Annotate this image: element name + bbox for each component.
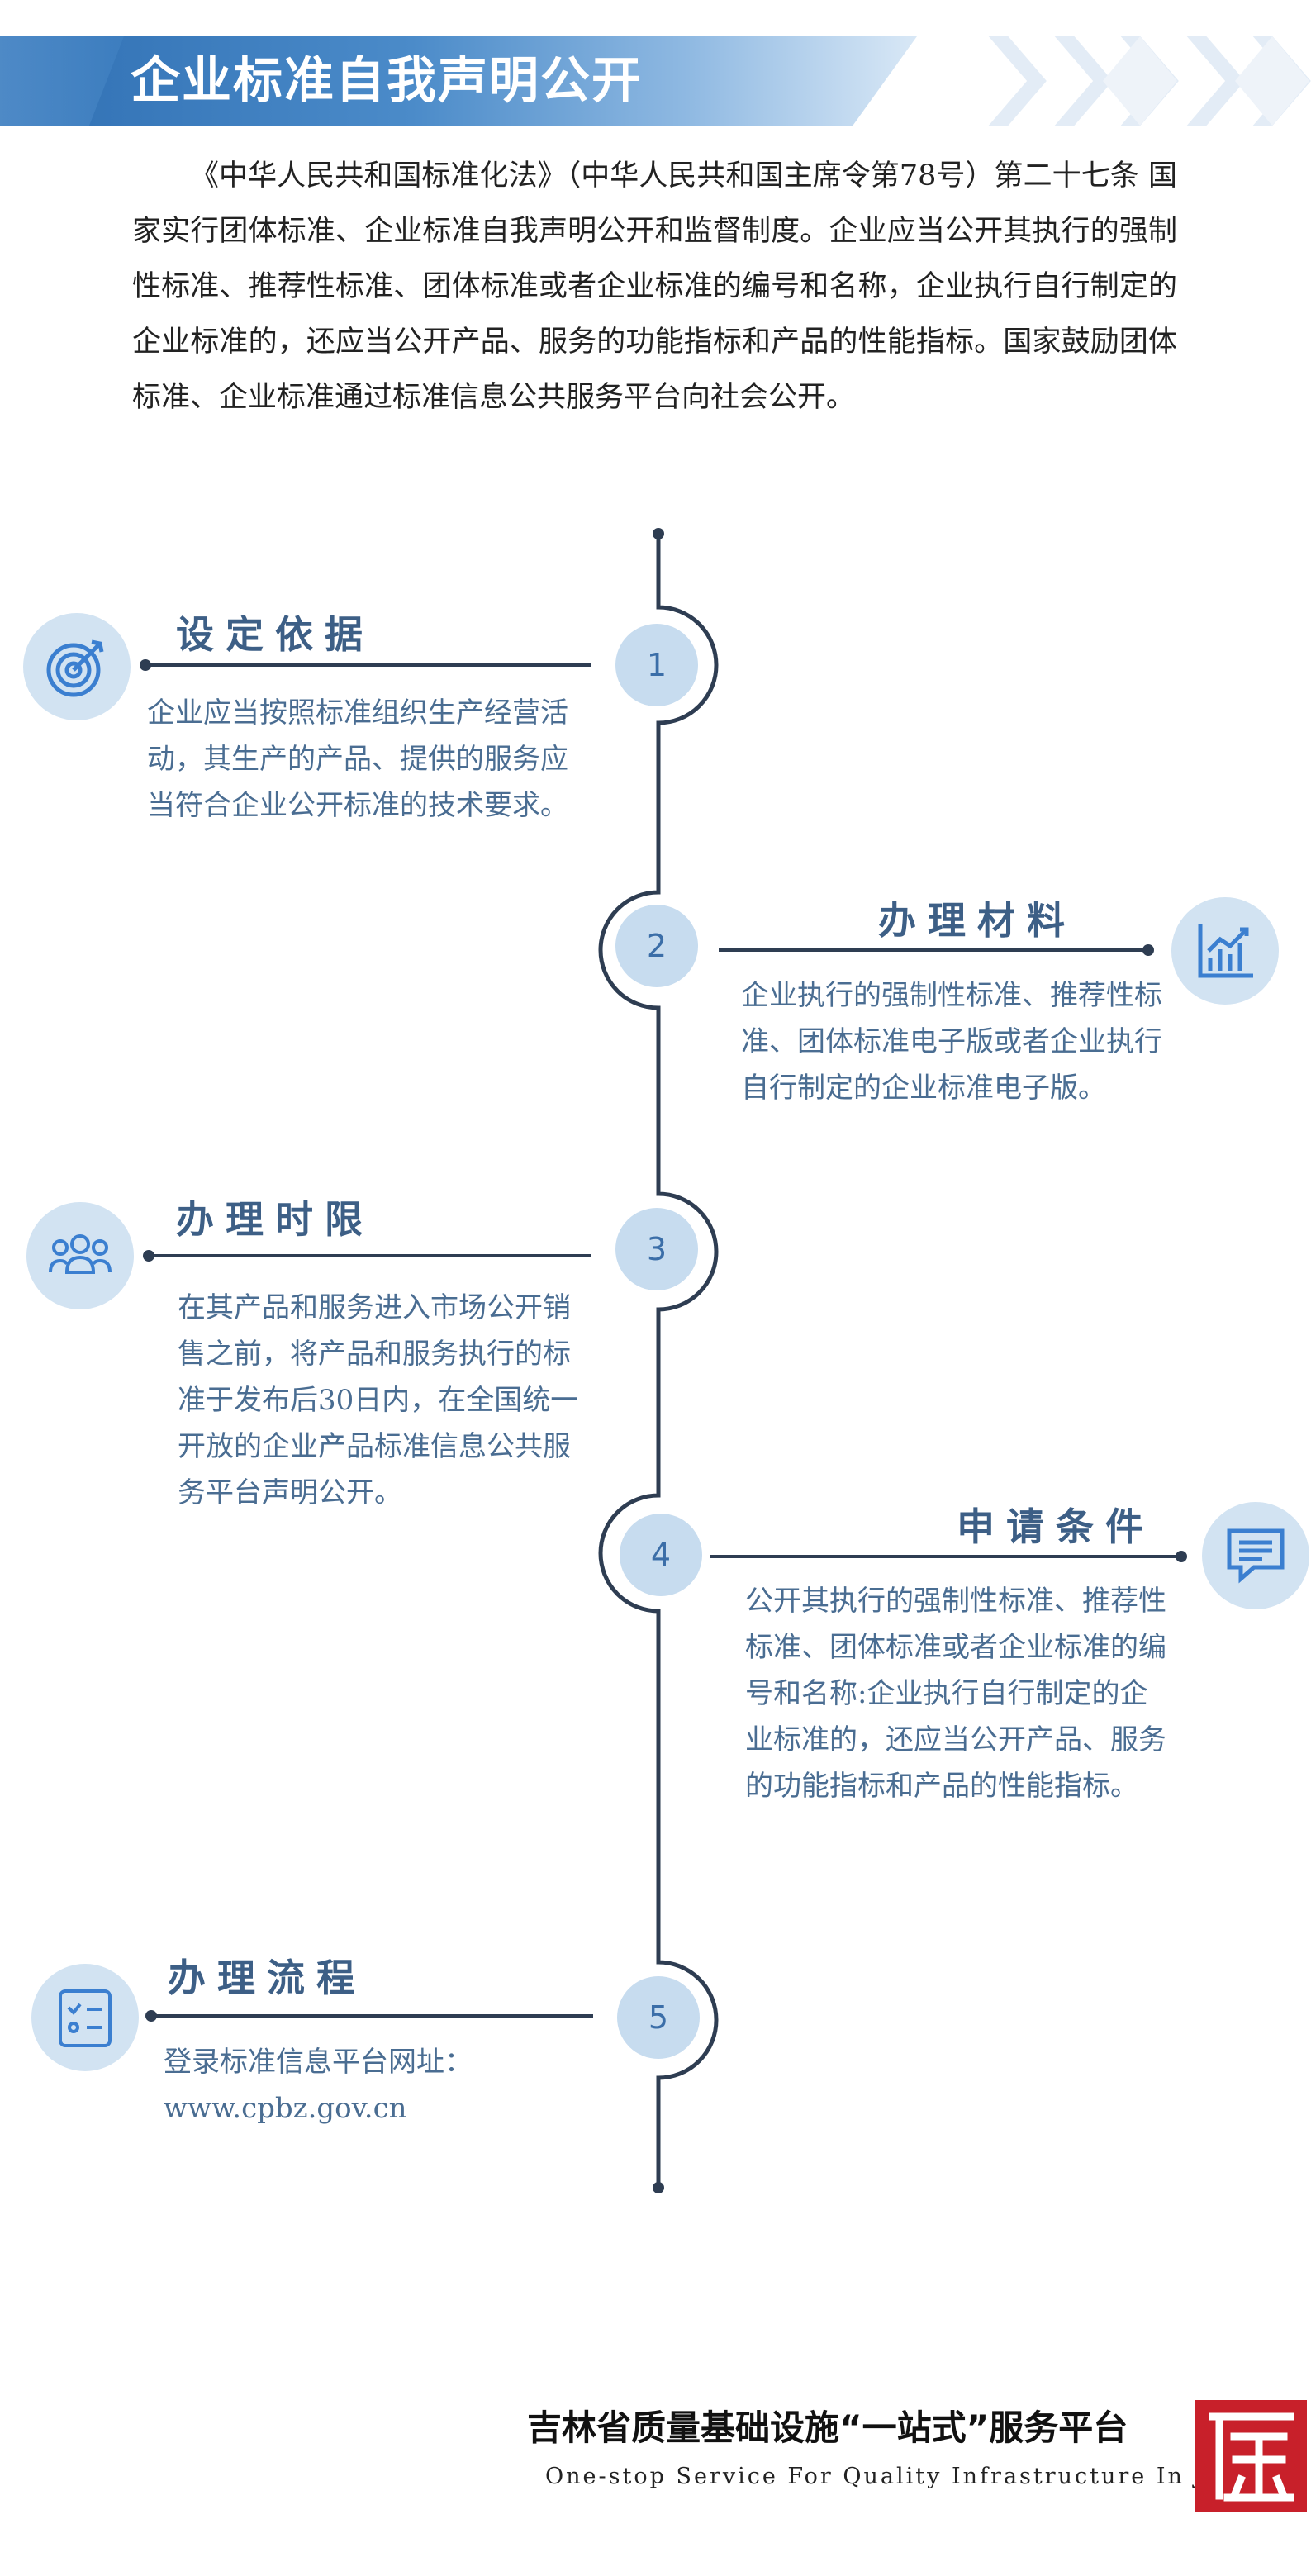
step-1-body: 企业应当按照标准组织生产经营活动，其生产的产品、提供的服务应当符合企业公开标准的… <box>147 696 568 822</box>
step-4-number: 4 <box>620 1514 702 1596</box>
banner-diamond-decoration <box>988 36 1311 126</box>
step-5-number: 5 <box>617 1976 700 2059</box>
target-icon <box>23 613 131 720</box>
step-3-number: 3 <box>615 1208 698 1290</box>
step-3-body: 在其产品和服务进入市场公开销售之前，将产品和服务执行的标准于发布后30日内，在全… <box>178 1291 579 1509</box>
seal-logo <box>1195 2400 1307 2512</box>
banner-gradient <box>0 36 917 126</box>
step-1-title: 设定依据 <box>176 612 374 657</box>
step-1-number: 1 <box>615 624 698 706</box>
step-4-title: 申请条件 <box>957 1504 1155 1549</box>
footer-title-en: One-stop Service For Quality Infrastruct… <box>545 2464 1252 2489</box>
step-4-body: 公开其执行的强制性标准、推荐性标准、团体标准或者企业标准的编号和名称:企业执行自… <box>745 1585 1166 1803</box>
step-2-number: 2 <box>615 905 698 987</box>
intro-paragraph: 《中华人民共和国标准化法》（中华人民共和国主席令第78号）第二十七条 国家实行团… <box>132 159 1177 414</box>
step-2-body: 企业执行的强制性标准、推荐性标准、团体标准电子版或者企业执行自行制定的企业标准电… <box>741 979 1162 1105</box>
footer-title-cn: 吉林省质量基础设施“一站式”服务平台 <box>527 2407 1128 2448</box>
header-banner: 企业标准自我声明公开 <box>0 36 1311 126</box>
chart-icon <box>1171 897 1279 1005</box>
step-3-title: 办理时限 <box>176 1197 374 1242</box>
page-title: 企业标准自我声明公开 <box>131 52 643 110</box>
step-5-title: 办理流程 <box>168 1956 366 2000</box>
checklist-icon <box>31 1964 139 2071</box>
people-icon <box>26 1202 134 1309</box>
message-icon <box>1202 1502 1309 1609</box>
step-5-body: 登录标准信息平台网址：www.cpbz.gov.cn <box>164 2046 473 2125</box>
step-2-title: 办理材料 <box>878 898 1076 943</box>
